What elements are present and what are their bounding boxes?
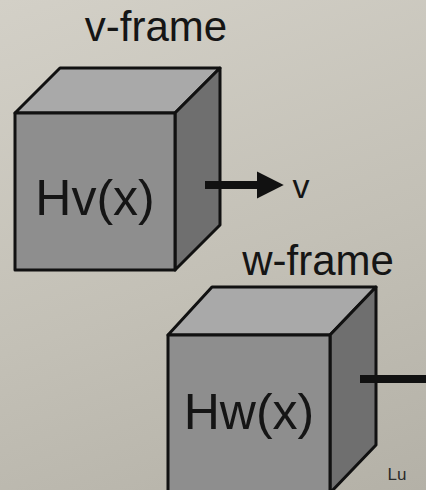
frame-cube: w-frameHw(x) bbox=[168, 335, 330, 490]
function-label: Hw(x) bbox=[184, 387, 315, 437]
frame-heading: v-frame bbox=[85, 6, 227, 48]
velocity-arrow bbox=[360, 375, 426, 383]
v-cube bbox=[15, 68, 220, 270]
function-label: Hv(x) bbox=[35, 173, 154, 223]
frame-heading: w-frame bbox=[242, 240, 394, 282]
velocity-label: v bbox=[293, 169, 310, 203]
velocity-arrow bbox=[205, 181, 262, 189]
watermark: Lu bbox=[388, 466, 407, 483]
frame-cube: v-frameHv(x) bbox=[15, 113, 175, 270]
w-cube bbox=[168, 287, 376, 490]
